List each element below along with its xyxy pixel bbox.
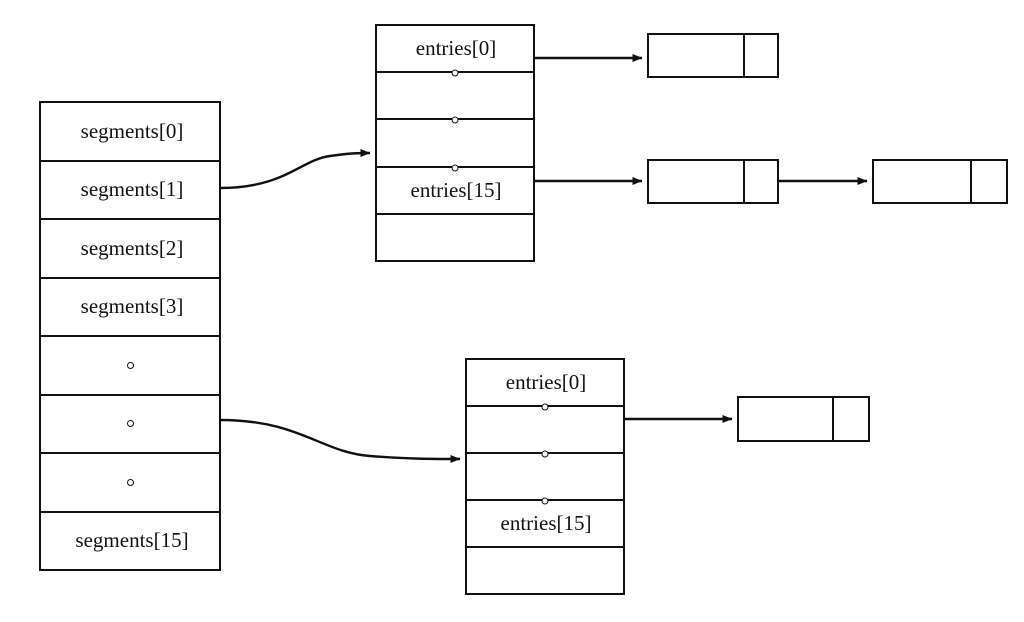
entries-cell-label: entries[0] xyxy=(505,370,587,394)
entries-top-cell-ellipsis-2 xyxy=(377,116,533,168)
entries-top-cell-blank[interactable] xyxy=(377,214,533,261)
entries-bottom-cell-ellipsis-2 xyxy=(467,450,623,501)
segments-cell-0[interactable]: segments[0] xyxy=(41,103,219,162)
ellipsis-dot-icon xyxy=(451,164,459,172)
segments-cell-15[interactable]: segments[15] xyxy=(41,512,219,569)
entries-bottom-cell-ellipsis-1 xyxy=(467,403,623,454)
entries-top-cell-15[interactable]: entries[15] xyxy=(377,164,533,215)
node-value-cell[interactable] xyxy=(649,35,745,76)
segments-cell-2[interactable]: segments[2] xyxy=(41,220,219,279)
node-next-cell[interactable] xyxy=(745,161,777,202)
ellipsis-dot-icon xyxy=(541,497,549,505)
node-value-cell[interactable] xyxy=(649,161,745,202)
segments-cell-1[interactable]: segments[1] xyxy=(41,161,219,220)
node-next-cell[interactable] xyxy=(972,161,1006,202)
node-next-cell[interactable] xyxy=(834,398,868,440)
segments-cell-ellipsis-2 xyxy=(41,395,219,454)
ellipsis-dot-icon xyxy=(126,361,134,369)
ellipsis-dot-icon xyxy=(541,403,549,411)
entries-cell-label: entries[15] xyxy=(410,177,502,202)
ellipsis-dot-icon xyxy=(126,420,134,428)
segments-cell-label: segments[3] xyxy=(80,294,184,319)
ellipsis-dot-icon xyxy=(451,116,459,124)
entries-bottom-cell-15[interactable]: entries[15] xyxy=(467,497,623,548)
node-value-cell[interactable] xyxy=(874,161,972,202)
entries-bottom-cell-blank[interactable] xyxy=(467,548,623,593)
list-node-mid-1[interactable] xyxy=(647,159,779,204)
arrow-segments1-to-entries-top xyxy=(219,149,371,190)
list-node-top-1[interactable] xyxy=(647,33,779,78)
entries-cell-label: entries[15] xyxy=(500,511,592,535)
segments-cell-label: segments[1] xyxy=(80,177,184,202)
list-node-bottom-1[interactable] xyxy=(737,396,870,442)
ellipsis-dot-icon xyxy=(451,69,459,77)
entries-array-bottom: entries[0] entries[15] xyxy=(465,358,625,595)
node-next-cell[interactable] xyxy=(745,35,777,76)
segments-cell-label: segments[0] xyxy=(80,118,184,143)
segments-cell-ellipsis-1 xyxy=(41,337,219,396)
node-value-cell[interactable] xyxy=(739,398,834,440)
entries-top-cell-0[interactable]: entries[0] xyxy=(377,26,533,74)
ellipsis-dot-icon xyxy=(126,478,134,486)
entries-cell-label: entries[0] xyxy=(415,36,497,61)
segments-array: segments[0] segments[1] segments[2] segm… xyxy=(39,101,221,571)
segments-cell-label: segments[2] xyxy=(80,235,184,260)
segments-cell-3[interactable]: segments[3] xyxy=(41,278,219,337)
arrow-segments-to-entries-bottom xyxy=(219,418,461,463)
list-node-mid-2[interactable] xyxy=(872,159,1008,204)
segments-cell-label: segments[15] xyxy=(75,528,189,553)
entries-top-cell-ellipsis-1 xyxy=(377,69,533,121)
entries-bottom-cell-0[interactable]: entries[0] xyxy=(467,360,623,407)
entries-array-top: entries[0] entries[15] xyxy=(375,24,535,262)
segments-cell-ellipsis-3 xyxy=(41,454,219,513)
ellipsis-dot-icon xyxy=(541,450,549,458)
